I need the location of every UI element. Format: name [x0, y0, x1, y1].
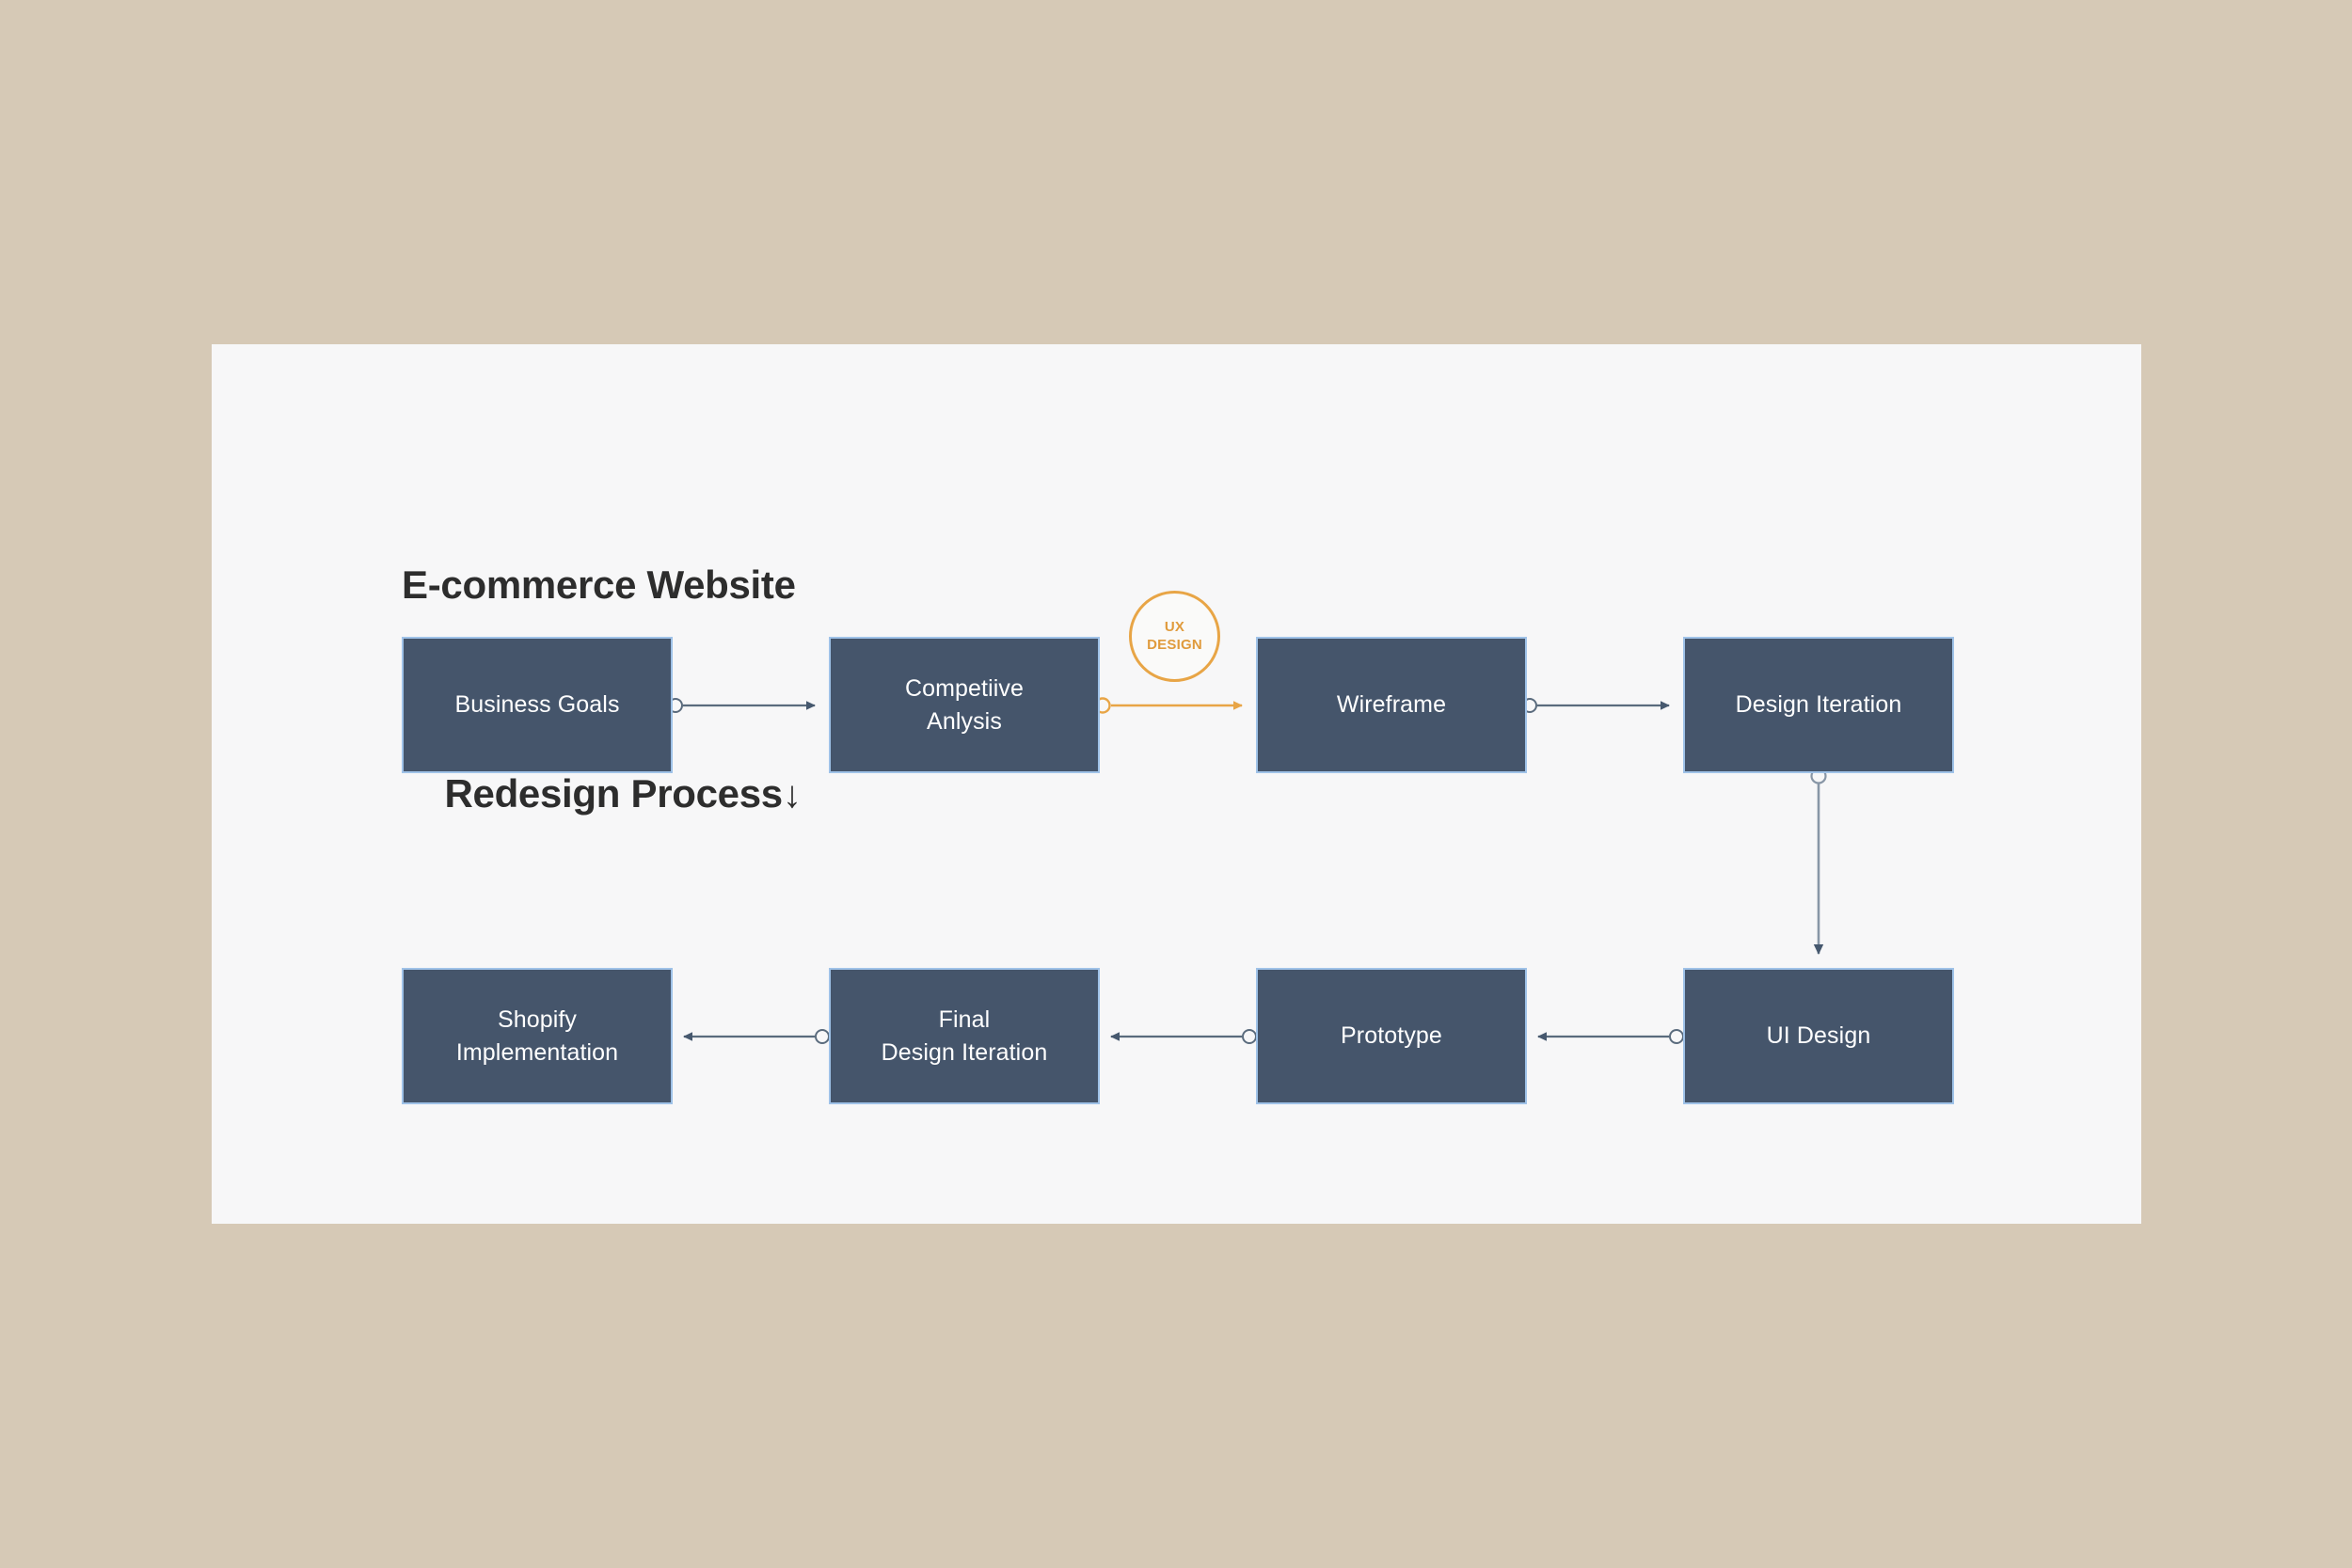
node-final-design-iteration[interactable]: Final Design Iteration	[829, 968, 1100, 1104]
page-title-line-2-text: Redesign Process	[444, 770, 783, 816]
ux-design-badge-line-1: UX	[1164, 619, 1185, 636]
node-competitive-analysis[interactable]: Competiive Anlysis	[829, 637, 1100, 773]
node-label: Wireframe	[1336, 691, 1447, 719]
page-title-line-1: E-commerce Website	[402, 562, 796, 607]
node-prototype[interactable]: Prototype	[1256, 968, 1527, 1104]
node-shopify-implementation[interactable]: Shopify Implementation	[402, 968, 673, 1104]
node-label: Business Goals	[454, 691, 620, 719]
node-label: Prototype	[1341, 1022, 1442, 1050]
node-business-goals[interactable]: Business Goals	[402, 637, 673, 773]
ux-design-badge[interactable]: UX DESIGN	[1129, 591, 1220, 682]
node-ui-design[interactable]: UI Design	[1683, 968, 1954, 1104]
node-label: UI Design	[1766, 1022, 1871, 1050]
page-title-line-2: Redesign Process↓	[402, 715, 802, 872]
ux-design-badge-line-2: DESIGN	[1147, 636, 1202, 653]
node-wireframe[interactable]: Wireframe	[1256, 637, 1527, 773]
page-title: E-commerce Website Redesign Process↓	[402, 454, 802, 924]
node-design-iteration[interactable]: Design Iteration	[1683, 637, 1954, 773]
node-label: Competiive Anlysis	[904, 675, 1025, 735]
node-label: Design Iteration	[1735, 691, 1902, 719]
node-label: Shopify Implementation	[455, 1006, 619, 1066]
down-arrow-icon: ↓	[782, 773, 802, 816]
node-label: Final Design Iteration	[881, 1006, 1048, 1066]
